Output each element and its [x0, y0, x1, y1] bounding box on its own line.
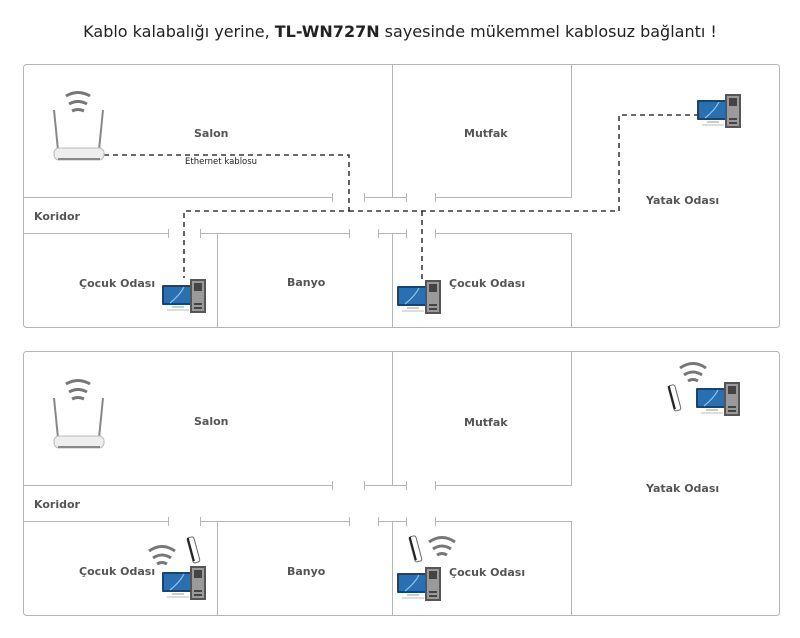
- room-label-mutfak: Mutfak: [464, 416, 508, 429]
- router-icon: [52, 91, 106, 162]
- outer-wall: [23, 64, 780, 328]
- room-label-yatak-odasi: Yatak Odası: [646, 194, 720, 207]
- room-label-koridor: Koridor: [34, 210, 80, 223]
- ethernet-cable: [104, 114, 698, 280]
- room-label-cocuk-odasi: Çocuk Odası: [449, 566, 526, 579]
- desktop-pc-icon: [161, 278, 207, 314]
- room-label-koridor: Koridor: [34, 498, 80, 511]
- desktop-pc-icon: [696, 93, 742, 129]
- usb-adapter-icon: [667, 383, 682, 412]
- ethernet-cable-label: Ethernet kablosu: [185, 157, 258, 167]
- page-title: Kablo kalabalığı yerine, TL-WN727N sayes…: [0, 22, 800, 41]
- room-label-cocuk-odasi: Çocuk Odası: [79, 277, 156, 290]
- usb-adapter-icon: [186, 535, 201, 564]
- room-label-yatak-odasi: Yatak Odası: [646, 482, 720, 495]
- desktop-pc-icon: [396, 566, 442, 602]
- title-suffix: sayesinde mükemmel kablosuz bağlantı !: [379, 22, 717, 41]
- plan-wired: [23, 64, 780, 328]
- room-label-cocuk-odasi: Çocuk Odası: [449, 277, 526, 290]
- room-label-cocuk-odasi: Çocuk Odası: [79, 565, 156, 578]
- wifi-waves-icon: [147, 545, 177, 566]
- outer-wall: [23, 351, 780, 616]
- wifi-waves-icon: [678, 362, 708, 383]
- desktop-pc-icon: [161, 565, 207, 601]
- room-label-banyo: Banyo: [287, 276, 326, 289]
- room-label-banyo: Banyo: [287, 565, 326, 578]
- wifi-waves-icon: [427, 536, 457, 557]
- room-label-mutfak: Mutfak: [464, 127, 508, 140]
- room-label-salon: Salon: [194, 127, 229, 140]
- desktop-pc-icon: [695, 381, 741, 417]
- plan-wireless: [23, 351, 780, 616]
- product-name: TL-WN727N: [274, 22, 380, 41]
- room-label-salon: Salon: [194, 415, 229, 428]
- title-prefix: Kablo kalabalığı yerine,: [83, 22, 275, 41]
- desktop-pc-icon: [396, 279, 442, 315]
- router-icon: [52, 379, 106, 450]
- usb-adapter-icon: [408, 534, 423, 563]
